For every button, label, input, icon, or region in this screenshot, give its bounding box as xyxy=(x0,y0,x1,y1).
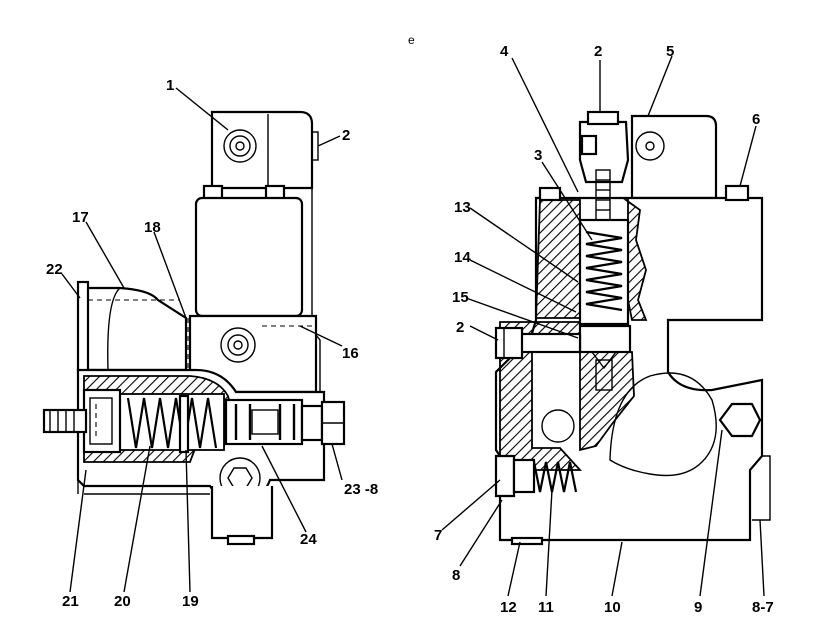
callout-2-left: 2 xyxy=(342,127,350,144)
adjusting-stem xyxy=(42,408,88,434)
callout-24: 24 xyxy=(300,531,317,548)
port-1 xyxy=(223,129,257,163)
callout-18: 18 xyxy=(144,219,161,236)
left-view xyxy=(42,110,346,546)
end-nut-23 xyxy=(300,404,324,442)
spool xyxy=(224,398,304,446)
gasket-22 xyxy=(76,280,90,374)
port-mid xyxy=(220,327,256,363)
spring-20 xyxy=(126,397,218,449)
callout-17: 17 xyxy=(72,209,89,226)
callout-11: 11 xyxy=(538,599,554,616)
solenoid-top-block xyxy=(210,110,314,190)
callout-10: 10 xyxy=(604,599,621,616)
callout-3: 3 xyxy=(534,147,542,164)
callout-2-top: 2 xyxy=(594,43,602,60)
bolt-6 xyxy=(724,184,750,202)
relief-spring-3 xyxy=(585,230,623,312)
callout-8: 8 xyxy=(452,567,460,584)
plug-7 xyxy=(494,454,516,498)
callout-23: 23 -8 xyxy=(344,481,378,498)
internal-bore xyxy=(541,409,575,443)
hex-plug-9 xyxy=(718,402,762,438)
callout-16: 16 xyxy=(342,345,359,362)
callout-5: 5 xyxy=(666,43,674,60)
callout-4: 4 xyxy=(500,43,509,60)
large-port xyxy=(609,372,717,477)
callout-6: 6 xyxy=(752,111,760,128)
callout-labels: 1 2 17 18 22 16 23 -8 24 21 20 19 4 2 5 … xyxy=(46,43,774,616)
callout-15: 15 xyxy=(452,289,469,306)
callout-14: 14 xyxy=(454,249,471,266)
section-hatch-upper xyxy=(535,199,581,319)
callout-8-7: 8-7 xyxy=(752,599,774,616)
callout-21: 21 xyxy=(62,593,79,610)
callout-leaders xyxy=(61,55,765,597)
callout-1: 1 xyxy=(166,77,174,94)
spring-11 xyxy=(532,461,578,493)
callout-12: 12 xyxy=(500,599,517,616)
callout-7: 7 xyxy=(434,527,442,544)
base-foot xyxy=(210,486,274,540)
stray-mark: e xyxy=(408,33,415,47)
section-hatch-lower-right xyxy=(579,351,635,452)
plug-2-side xyxy=(494,326,524,360)
callout-9: 9 xyxy=(694,599,702,616)
callout-20: 20 xyxy=(114,593,131,610)
callout-19: 19 xyxy=(182,593,199,610)
coil-housing xyxy=(194,196,304,318)
callout-2-side: 2 xyxy=(456,319,464,336)
top-cap-block xyxy=(630,114,718,200)
callout-13: 13 xyxy=(454,199,471,216)
cap-port xyxy=(635,131,665,161)
right-view xyxy=(494,110,771,546)
cover-17 xyxy=(82,286,188,372)
callout-22: 22 xyxy=(46,261,63,278)
piston-19 xyxy=(178,394,190,454)
